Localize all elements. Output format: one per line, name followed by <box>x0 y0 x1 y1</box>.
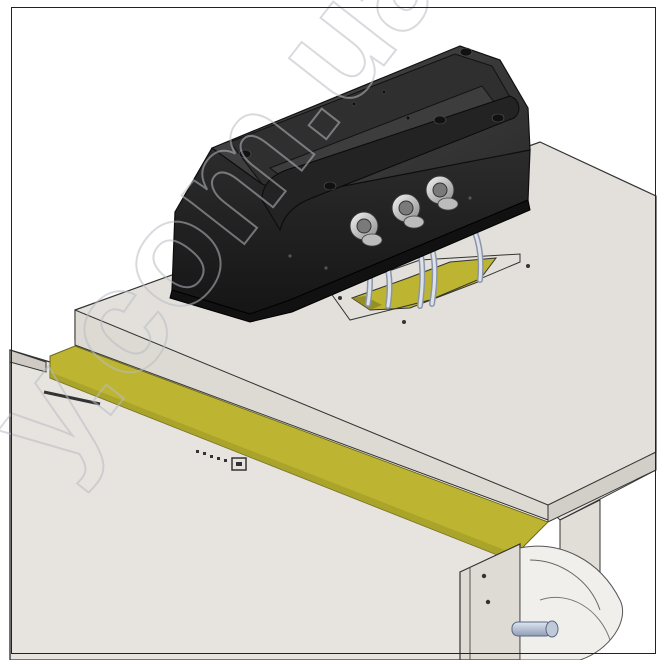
side-hole-1 <box>481 573 487 579</box>
locating-pin <box>511 620 559 638</box>
cable-gland-2 <box>391 193 425 229</box>
side-hole-2 <box>485 599 491 605</box>
top-cover-right-lip <box>547 451 657 523</box>
control-box <box>169 45 531 323</box>
dot-marking <box>196 450 247 471</box>
slot-marking <box>43 390 101 406</box>
cable-gland-1 <box>349 211 383 247</box>
inner-drum <box>519 545 624 661</box>
cable-gland-3 <box>425 175 459 211</box>
control-box-handle <box>261 95 520 232</box>
adhesive-strip-highlight <box>50 372 510 560</box>
